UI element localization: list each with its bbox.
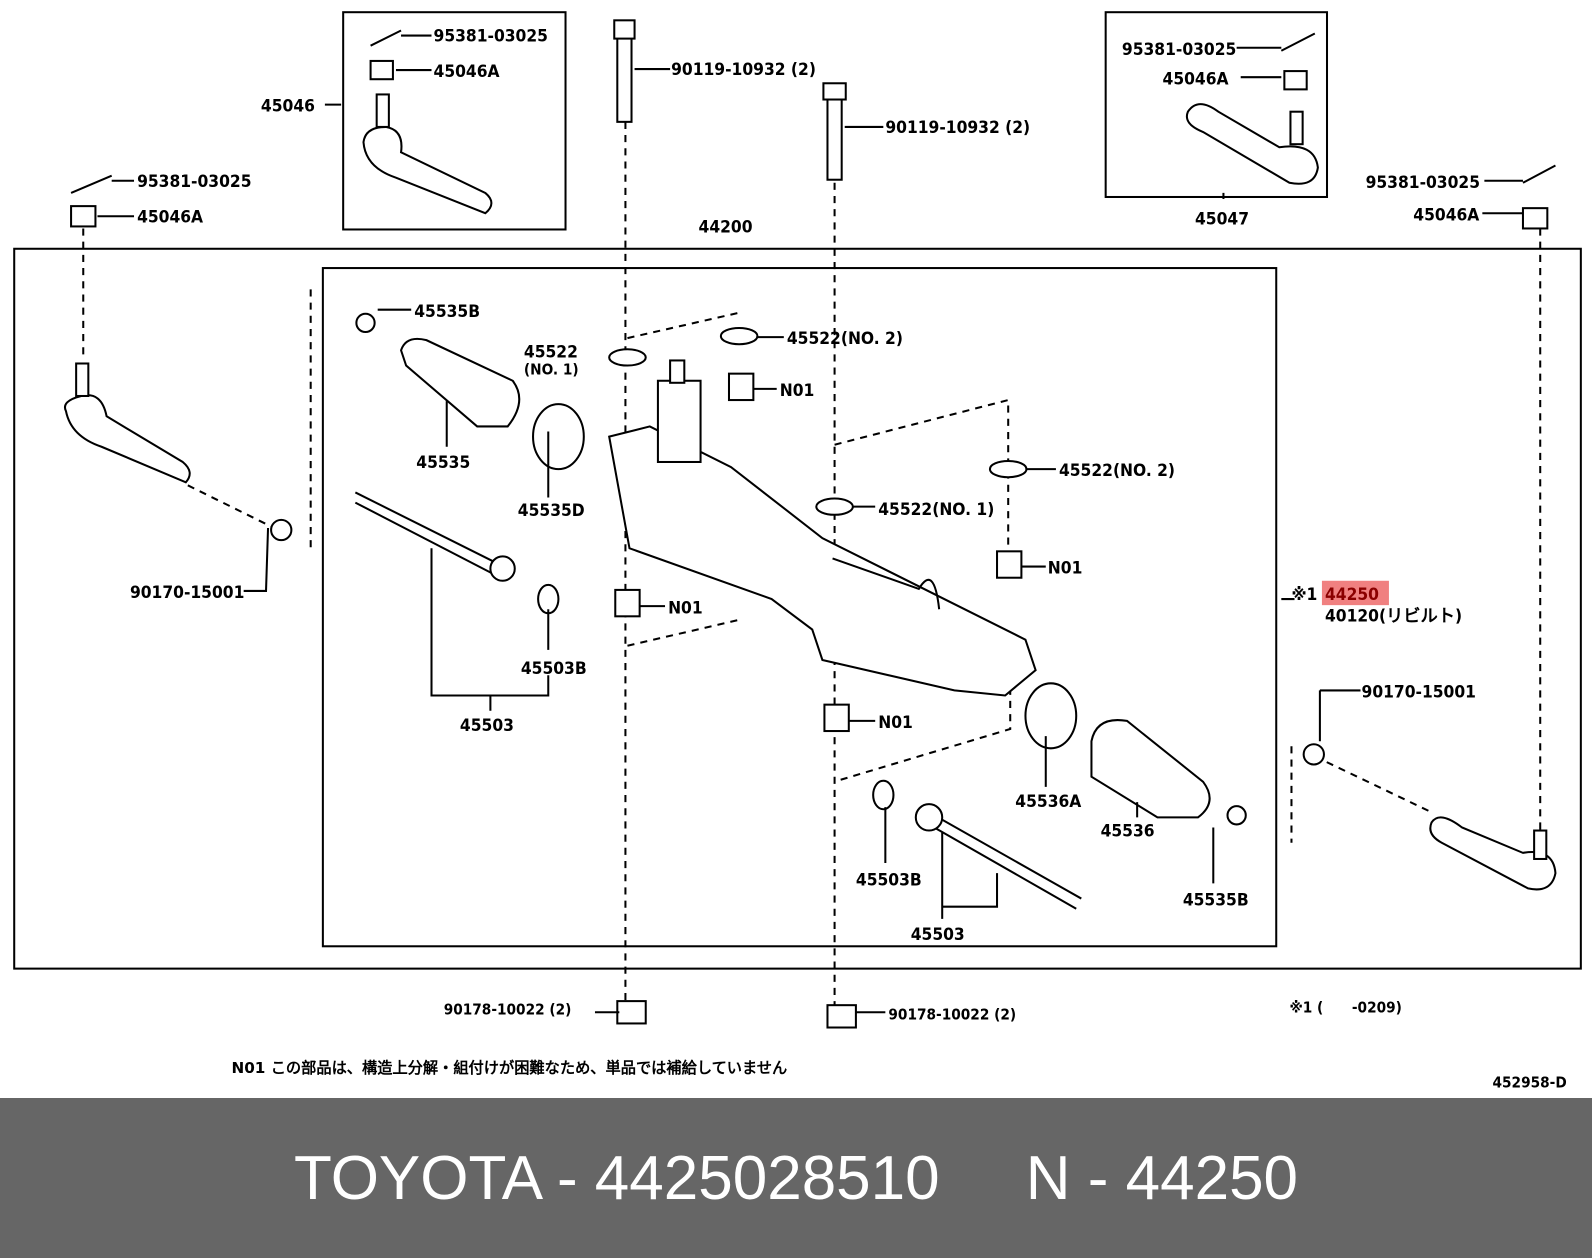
label-95381-03025[interactable]: 95381-03025 <box>434 27 548 47</box>
steering-rack-housing <box>608 359 1037 697</box>
label-44250-highlighted[interactable]: 44250 <box>1325 585 1379 605</box>
tie-rod-end-right <box>1429 816 1557 891</box>
boots-and-rods <box>354 312 1247 910</box>
label-90170-15001[interactable]: 90170-15001 <box>1362 683 1476 703</box>
label-note-marker: ※1 <box>1291 585 1317 605</box>
label-45535[interactable]: 45535 <box>416 453 470 473</box>
label-n01[interactable]: N01 <box>668 598 703 618</box>
footnote-date-range: ※1 ( -0209) <box>1289 998 1401 1016</box>
label-45046A[interactable]: 45046A <box>1413 205 1479 225</box>
label-95381-03025[interactable]: 95381-03025 <box>1366 173 1480 193</box>
leader-lines <box>97 34 1523 1014</box>
label-45536[interactable]: 45536 <box>1101 822 1155 842</box>
label-n01[interactable]: N01 <box>780 381 815 401</box>
label-45046A[interactable]: 45046A <box>137 207 203 227</box>
tie-rod-end-right-boxed <box>1185 103 1319 185</box>
diagram-id: 452958-D <box>1493 1073 1567 1091</box>
label-44200[interactable]: 44200 <box>699 218 753 238</box>
label-90178-10022[interactable]: 90178-10022 (2) <box>444 1000 572 1018</box>
nuts-and-pins <box>70 29 1556 1029</box>
label-95381-03025[interactable]: 95381-03025 <box>137 172 251 192</box>
label-45522-no2[interactable]: 45522(NO. 2) <box>1059 461 1175 481</box>
label-45503[interactable]: 45503 <box>911 925 965 945</box>
part-labels: 95381-03025 45046A 45046 95381-03025 450… <box>130 27 1567 1092</box>
label-45522[interactable]: 45522 <box>524 342 578 362</box>
rack-assembly-frame <box>321 267 1278 948</box>
tie-rod-end-left-box <box>342 11 567 231</box>
assembly-outer-frame <box>13 247 1582 970</box>
label-45536A[interactable]: 45536A <box>1015 792 1081 812</box>
n01-footnote: N01 この部品は、構造上分解・組付けが困難なため、単品では補給していません <box>231 1059 787 1077</box>
footer-title: TOYOTA - 4425028510 N - 44250 <box>293 1143 1299 1213</box>
washers-bushings <box>608 326 1028 733</box>
label-90178-10022[interactable]: 90178-10022 (2) <box>888 1005 1016 1023</box>
label-45046A[interactable]: 45046A <box>1163 69 1229 89</box>
label-45522-no1[interactable]: 45522(NO. 1) <box>878 500 994 520</box>
label-45503[interactable]: 45503 <box>460 716 514 736</box>
tie-rod-end-left <box>64 362 191 484</box>
label-45503B[interactable]: 45503B <box>856 870 922 890</box>
label-45046A[interactable]: 45046A <box>434 62 500 82</box>
label-90170-15001[interactable]: 90170-15001 <box>130 583 244 603</box>
label-40120-rebuilt[interactable]: 40120(リビルト) <box>1325 606 1462 626</box>
label-n01[interactable]: N01 <box>1048 559 1083 579</box>
bolts <box>613 19 847 181</box>
tie-rod-end-right-box <box>1104 11 1329 199</box>
label-45503B[interactable]: 45503B <box>521 659 587 679</box>
label-45046[interactable]: 45046 <box>261 97 315 117</box>
label-95381-03025[interactable]: 95381-03025 <box>1122 40 1236 60</box>
label-45535B[interactable]: 45535B <box>1183 891 1249 911</box>
label-90119-10932[interactable]: 90119-10932 (2) <box>671 60 816 80</box>
label-45047[interactable]: 45047 <box>1195 209 1249 229</box>
label-45522-no1-sub: (NO. 1) <box>524 361 579 379</box>
label-90119-10932[interactable]: 90119-10932 (2) <box>885 118 1030 138</box>
label-45535B[interactable]: 45535B <box>414 302 480 322</box>
label-45522-no2[interactable]: 45522(NO. 2) <box>787 329 903 349</box>
part-number-footer: TOYOTA - 4425028510 N - 44250 <box>0 1098 1592 1258</box>
label-n01[interactable]: N01 <box>878 713 913 733</box>
highlight-44250 <box>1321 580 1389 606</box>
tie-rod-end-left-boxed <box>362 93 493 215</box>
label-45535D[interactable]: 45535D <box>518 501 585 521</box>
